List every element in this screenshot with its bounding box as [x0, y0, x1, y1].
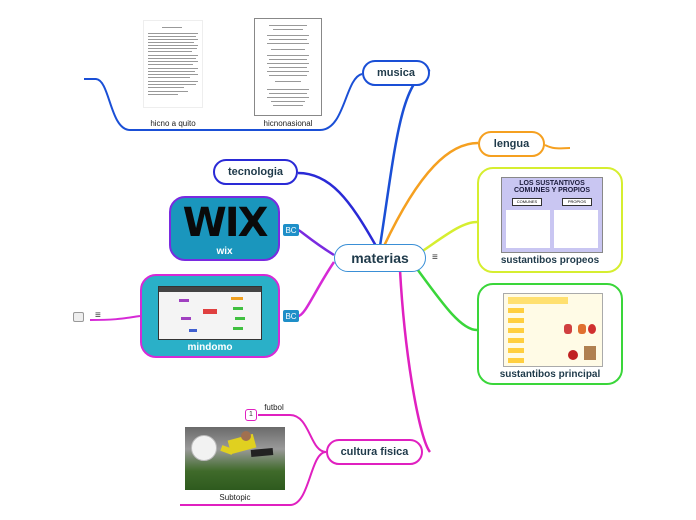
topic-sustantibos-propeos-label: sustantibos propeos — [500, 255, 600, 266]
wix-bc-badge[interactable]: BC — [283, 224, 299, 236]
central-topic-label: materias — [351, 250, 409, 266]
link-cultura — [398, 269, 432, 453]
central-notes-icon[interactable]: ≡ — [432, 252, 438, 263]
link-lengua — [382, 141, 479, 247]
subtopic-hicnonasional[interactable]: hicnonasional — [263, 119, 313, 128]
link-mindomo — [297, 261, 336, 318]
mindomo-bc-badge[interactable]: BC — [283, 310, 299, 322]
mindomo-screenshot — [158, 286, 262, 340]
topic-musica-label: musica — [377, 67, 415, 79]
link-musica-sub — [246, 73, 363, 131]
topic-lengua[interactable]: lengua — [478, 131, 545, 157]
hicnonasional-image — [254, 18, 322, 116]
topic-wix[interactable]: WIX wix — [169, 196, 280, 261]
sust-image-title-1: LOS SUSTANTIVOS — [519, 180, 585, 187]
goalkeeper-photo — [185, 427, 285, 490]
hicno-a-quito-image — [143, 20, 203, 108]
futbol-count-badge[interactable]: 1 — [245, 409, 257, 421]
mindomo-notes-icon[interactable]: ≡ — [95, 310, 101, 321]
link-principal — [410, 261, 478, 332]
central-topic[interactable]: materias — [334, 244, 426, 272]
wix-logo: WIX — [182, 200, 269, 246]
topic-sustantibos-propeos[interactable]: LOS SUSTANTIVOS COMUNES Y PROPIOS COMUNE… — [477, 167, 623, 273]
link-musica-sub2 — [84, 78, 246, 131]
topic-sustantibos-principal-label: sustantibos principal — [499, 369, 601, 380]
topic-tecnologia[interactable]: tecnologia — [213, 159, 298, 185]
topic-cultura-fisica[interactable]: cultura fisica — [326, 439, 423, 465]
topic-sustantibos-principal[interactable]: sustantibos principal — [477, 283, 623, 385]
sust-left-tag: COMUNES — [512, 198, 542, 206]
sustantivos-propios-image: LOS SUSTANTIVOS COMUNES Y PROPIOS COMUNE… — [501, 177, 603, 253]
link-wix — [297, 228, 335, 257]
link-lengua-tail — [544, 144, 571, 150]
subtopic-futbol[interactable]: futbol — [264, 403, 284, 412]
link-tecnologia — [297, 171, 378, 247]
link-cultura-sub2 — [180, 451, 327, 506]
sust-right-tag: PROPIOS — [562, 198, 592, 206]
checkbox-icon[interactable] — [73, 312, 84, 322]
subtopic-hicno-a-quito[interactable]: hicno a quito — [150, 119, 196, 128]
topic-cultura-fisica-label: cultura fisica — [340, 446, 409, 458]
topic-musica[interactable]: musica — [362, 60, 430, 86]
sust-image-title-2: COMUNES Y PROPIOS — [514, 187, 590, 194]
topic-tecnologia-label: tecnologia — [227, 166, 283, 178]
topic-mindomo[interactable]: mindomo — [140, 274, 280, 358]
link-mindomo-tail — [89, 315, 141, 321]
link-cultura-sub — [258, 414, 327, 453]
topic-mindomo-label: mindomo — [187, 342, 233, 353]
sustantivo-genero-image — [503, 293, 603, 367]
subtopic-subtopic[interactable]: Subtopic — [219, 493, 251, 502]
link-musica — [378, 68, 431, 247]
topic-wix-label: wix — [216, 246, 233, 257]
topic-lengua-label: lengua — [493, 138, 530, 150]
